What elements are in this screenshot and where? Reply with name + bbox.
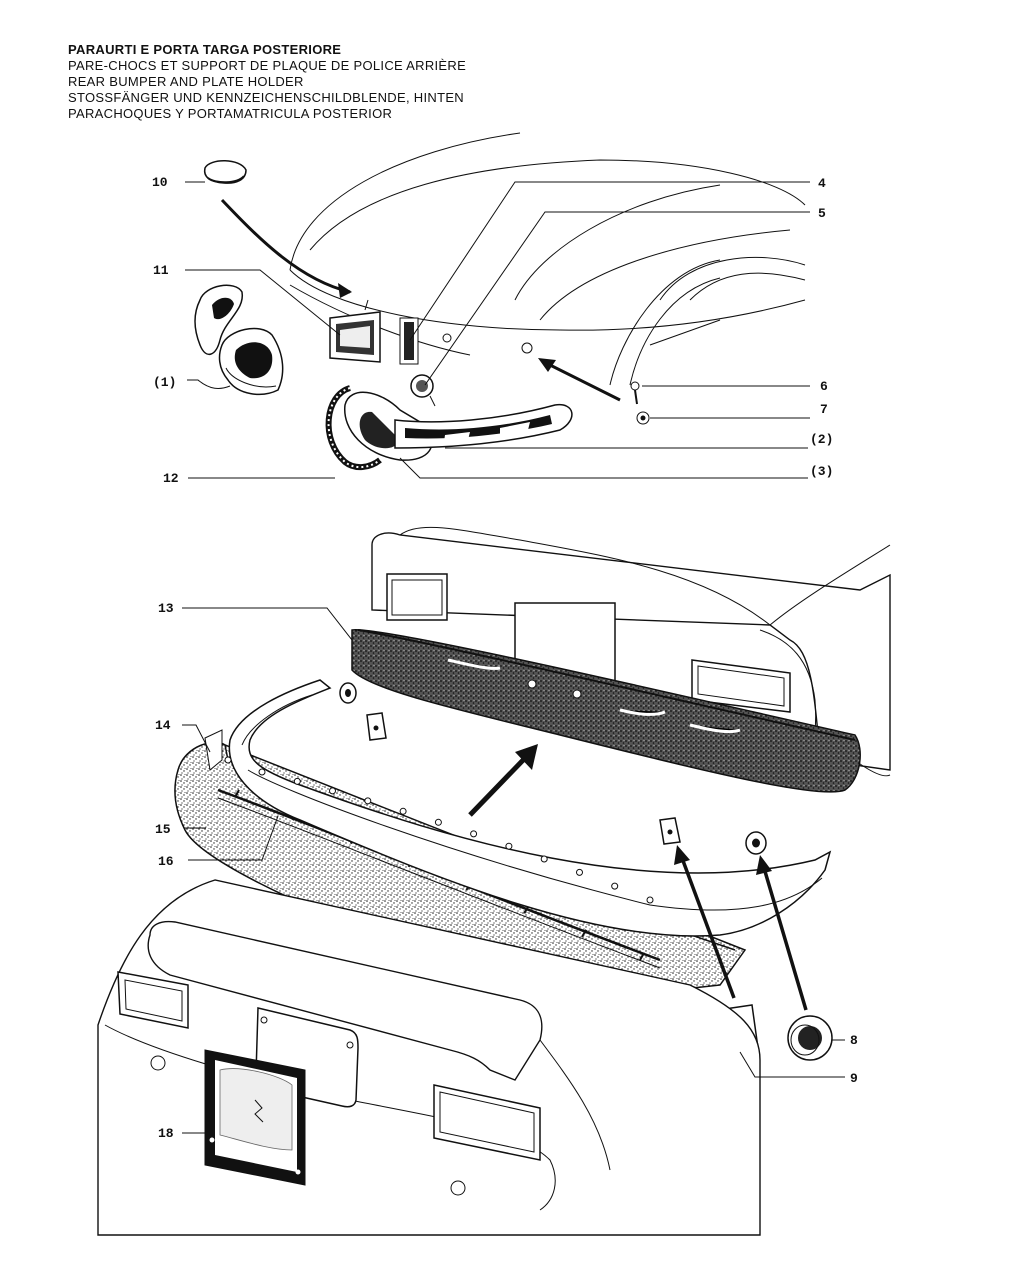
part-13-rear-bumper-mounted <box>351 629 861 793</box>
assembly-arrow-head <box>515 744 538 770</box>
frame-hole <box>611 882 619 890</box>
part-10-cap <box>203 160 247 184</box>
label-11: 11 <box>153 263 169 278</box>
frame-hole <box>576 868 583 876</box>
arrow-head-6 <box>538 358 556 372</box>
label-14: 14 <box>155 718 171 733</box>
title-block: PARAURTI E PORTA TARGA POSTERIORE PARE-C… <box>68 42 466 122</box>
arrow-8 <box>762 867 808 1011</box>
frame-hole <box>505 842 513 850</box>
label-15: 15 <box>155 822 171 837</box>
label-9: 9 <box>850 1071 858 1086</box>
title-german: STOSSFÄNGER UND KENNZEICHENSCHILDBLENDE,… <box>68 90 464 105</box>
title-italian: PARAURTI E PORTA TARGA POSTERIORE <box>68 42 342 57</box>
part-8-grommet-small <box>745 831 767 855</box>
part-1-overrider <box>194 284 284 396</box>
part-5-grommet <box>410 374 436 407</box>
label-10: 10 <box>152 175 168 190</box>
label-13: 13 <box>158 601 174 616</box>
part-6-bolt <box>630 381 640 405</box>
arrow-9 <box>680 857 736 999</box>
label-1: (1) <box>153 375 176 390</box>
frame-hole <box>540 855 548 863</box>
arrow-head-10 <box>338 283 352 298</box>
frame-hole <box>329 787 336 795</box>
label-12: 12 <box>163 471 179 486</box>
label-18: 18 <box>158 1126 174 1141</box>
assembly-arrow <box>468 753 530 817</box>
part-9-clip-small-top <box>366 712 387 741</box>
upper-leader-lines <box>185 181 810 479</box>
arrow-head-8 <box>756 855 772 875</box>
title-english: REAR BUMPER AND PLATE HOLDER <box>68 74 304 89</box>
arrow-head-9 <box>674 845 690 865</box>
part-12-seal <box>325 385 382 470</box>
title-french: PARE-CHOCS ET SUPPORT DE PLAQUE DE POLIC… <box>68 58 467 73</box>
part-7-washer <box>636 411 650 425</box>
title-spanish: PARACHOQUES Y PORTAMATRICULA POSTERIOR <box>68 106 393 121</box>
label-3: (3) <box>810 464 833 479</box>
label-2: (2) <box>810 432 833 447</box>
frame-hole <box>399 807 407 815</box>
arrow-10 <box>220 198 351 294</box>
frame-hole <box>470 830 478 838</box>
lower-leader-lines <box>182 607 845 1134</box>
part-11-plate-holder <box>329 299 419 365</box>
part-2-bumper-corner <box>344 391 573 461</box>
label-4: 4 <box>818 176 826 191</box>
callout-labels: 10 11 (1) 12 4 5 6 7 (2) (3) 13 14 15 16… <box>152 175 858 1141</box>
part-8-grommet-large <box>787 1015 833 1061</box>
rail-clip <box>234 789 240 798</box>
arrow-6 <box>547 362 621 402</box>
frame-hole <box>258 768 266 776</box>
label-8: 8 <box>850 1033 858 1048</box>
label-6: 6 <box>820 379 828 394</box>
frame-hole <box>646 896 654 904</box>
frame-hole <box>293 777 301 785</box>
part-14-bracket <box>204 729 232 771</box>
part-8-grommet-small-top <box>339 682 357 704</box>
rail-clip <box>639 952 645 961</box>
part-18-plate-holder <box>204 1049 306 1186</box>
label-7: 7 <box>820 402 828 417</box>
label-16: 16 <box>158 854 174 869</box>
rail-clip <box>581 929 587 938</box>
frame-hole <box>434 818 442 826</box>
frame-hole <box>364 797 372 805</box>
label-5: 5 <box>818 206 826 221</box>
part-9-clip-small <box>659 817 681 845</box>
